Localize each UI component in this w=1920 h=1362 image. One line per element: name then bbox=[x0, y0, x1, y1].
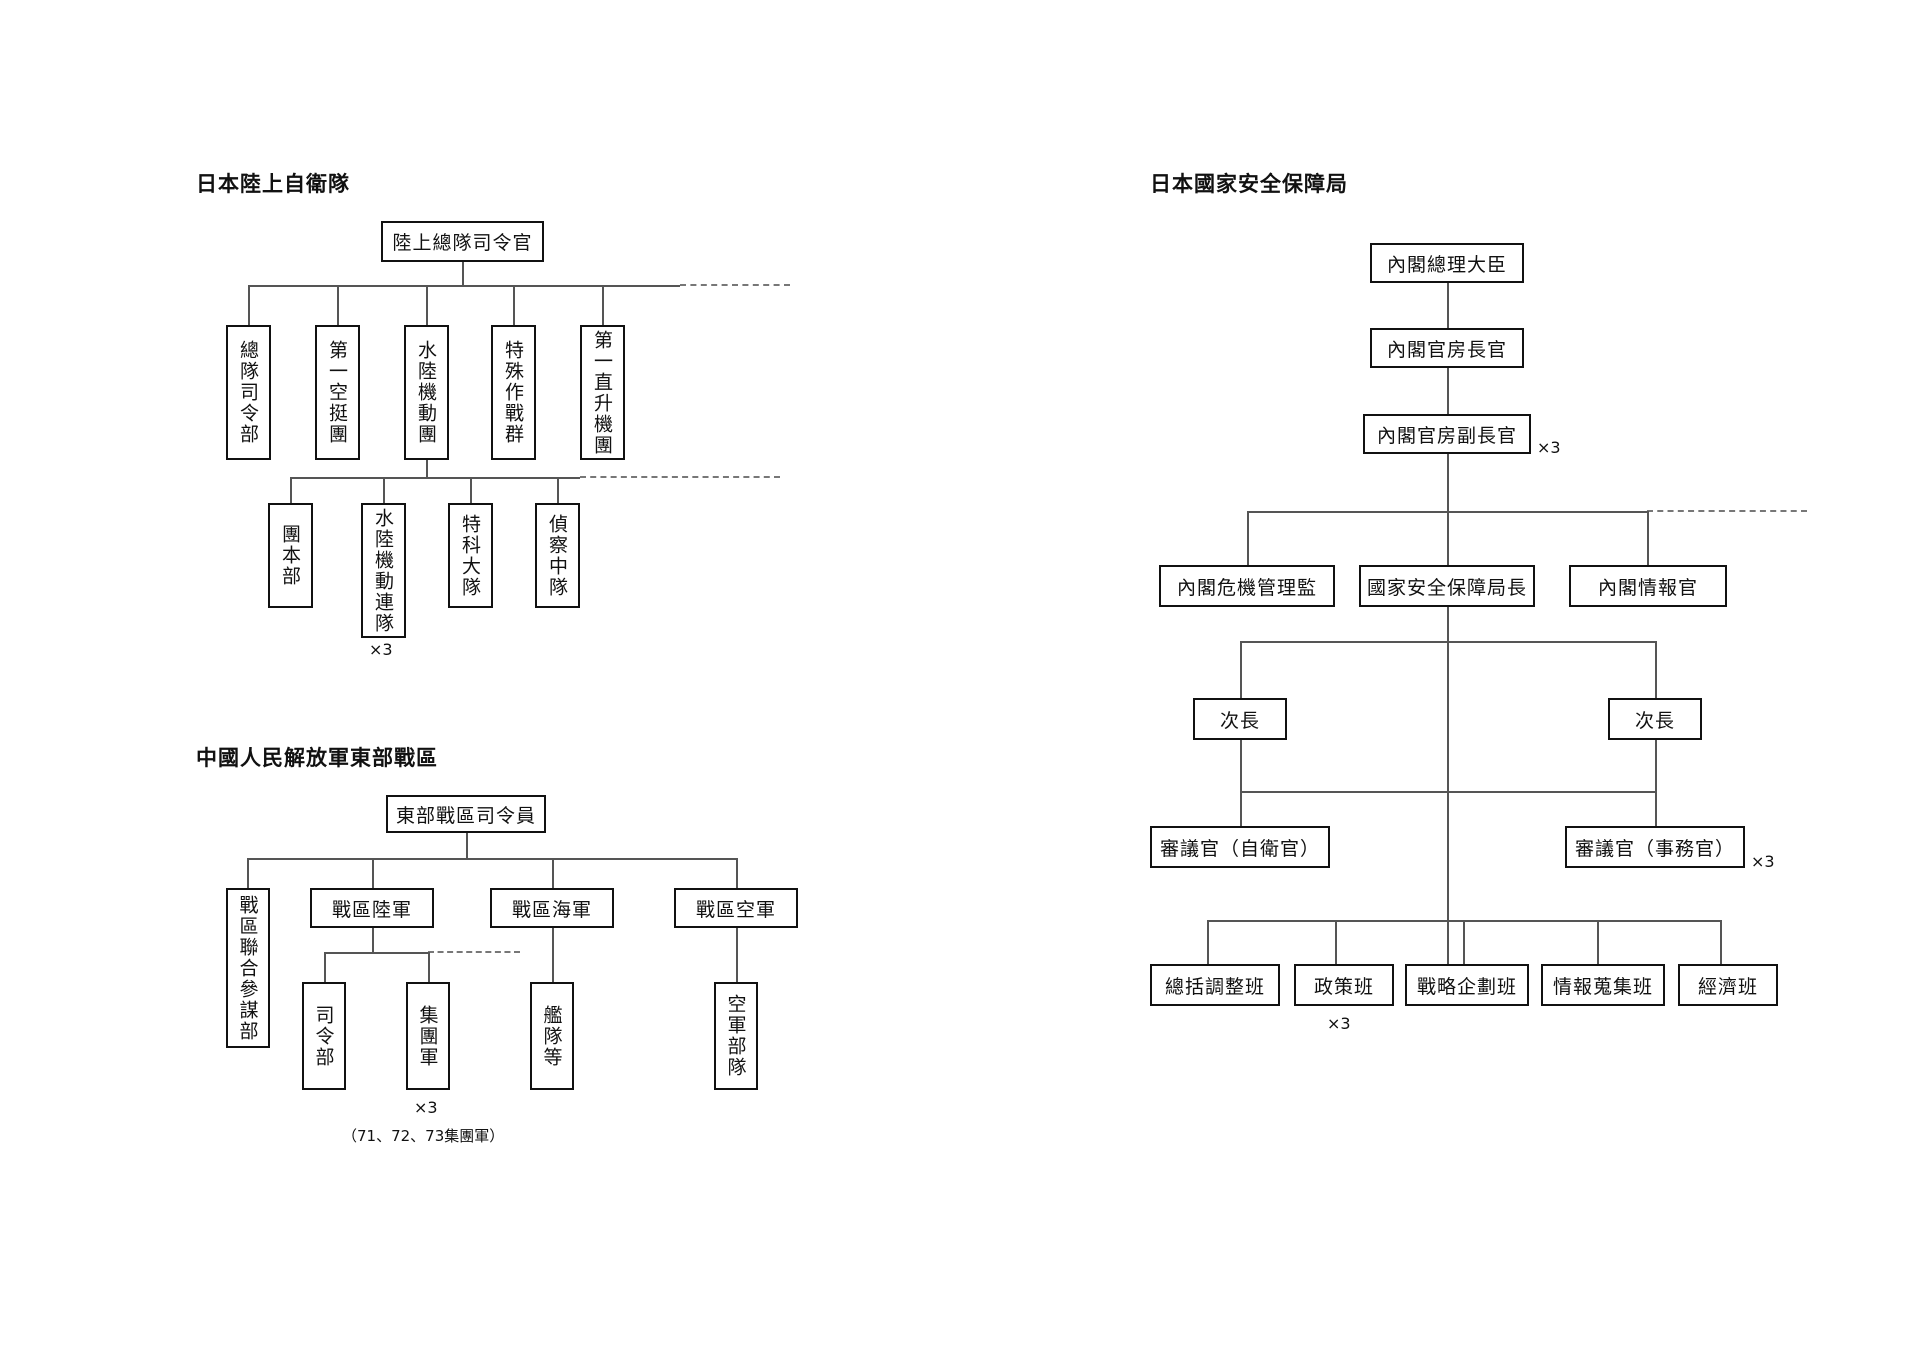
connector-nss-team-drop-1 bbox=[1207, 920, 1209, 964]
node-nss-counsellor-uniformed[interactable]: 審議官（自衛官） bbox=[1150, 826, 1330, 868]
chart-title-pla: 中國人民解放軍東部戰區 bbox=[196, 746, 438, 770]
node-pla-l2-4[interactable]: 戰區空軍 bbox=[674, 888, 798, 928]
node-jgsdf-l3-2[interactable]: 水陸機動連隊 bbox=[361, 503, 406, 638]
connector-pla-bus bbox=[247, 858, 736, 860]
connector-bus-level2 bbox=[248, 285, 680, 287]
connector-nss-chain-2 bbox=[1447, 368, 1449, 414]
connector-drop-5 bbox=[602, 285, 604, 325]
connector-dashed-level3 bbox=[580, 476, 780, 478]
connector-nss-dir-drop-3 bbox=[1647, 511, 1649, 565]
connector-bus-level3 bbox=[290, 477, 580, 479]
connector-drop-3 bbox=[426, 285, 428, 325]
connector-nss-coun-bus bbox=[1240, 791, 1655, 793]
connector-nss-coun-stem-1 bbox=[1240, 740, 1242, 791]
connector-drop-4 bbox=[513, 285, 515, 325]
node-jgsdf-l2-2[interactable]: 第一空挺團 bbox=[315, 325, 360, 460]
connector-drop-2 bbox=[337, 285, 339, 325]
node-nss-team-policy[interactable]: 政策班 bbox=[1294, 964, 1394, 1006]
connector-nss-chain-1 bbox=[1447, 283, 1449, 328]
node-nss-intel-director[interactable]: 內閣情報官 bbox=[1569, 565, 1727, 607]
connector-l2-3-stem bbox=[426, 460, 428, 477]
node-jgsdf-l3-4[interactable]: 偵察中隊 bbox=[535, 503, 580, 608]
connector-nss-dir-drop-1 bbox=[1247, 511, 1249, 565]
node-jgsdf-l3-3[interactable]: 特科大隊 bbox=[448, 503, 493, 608]
connector-pla-af-stem bbox=[736, 928, 738, 982]
connector-nss-dir-dashed bbox=[1647, 510, 1807, 512]
node-pla-l2-2[interactable]: 戰區陸軍 bbox=[310, 888, 434, 928]
connector-nss-coun-stem-2 bbox=[1655, 740, 1657, 791]
multiplier-nss-deputy-secretary: ×3 bbox=[1537, 438, 1561, 457]
node-nss-team-intel[interactable]: 情報蒐集班 bbox=[1541, 964, 1665, 1006]
connector-pla-root-stem bbox=[466, 833, 468, 858]
connector-nss-team-drop-3 bbox=[1463, 920, 1465, 964]
connector-root-stem bbox=[462, 262, 464, 285]
multiplier-nss-team-policy: ×3 bbox=[1327, 1014, 1351, 1033]
connector-nss-chain-3 bbox=[1447, 454, 1449, 511]
node-nss-deputy-1[interactable]: 次長 bbox=[1193, 698, 1287, 740]
node-nss-counsellor-civilian[interactable]: 審議官（事務官） bbox=[1565, 826, 1745, 868]
connector-pla-army-bus bbox=[324, 952, 428, 954]
node-jgsdf-l2-4[interactable]: 特殊作戰群 bbox=[491, 325, 536, 460]
node-nss-deputy-secretary[interactable]: 內閣官房副長官 bbox=[1363, 414, 1531, 454]
node-jgsdf-l2-5[interactable]: 第一直升機團 bbox=[580, 325, 625, 460]
connector-nss-team-drop-5 bbox=[1720, 920, 1722, 964]
node-nss-pm[interactable]: 內閣總理大臣 bbox=[1370, 243, 1524, 283]
connector-pla-drop-1 bbox=[247, 858, 249, 888]
node-pla-l2-3[interactable]: 戰區海軍 bbox=[490, 888, 614, 928]
node-nss-cabinet-secretary[interactable]: 內閣官房長官 bbox=[1370, 328, 1524, 368]
connector-pla-drop-2 bbox=[372, 858, 374, 888]
connector-drop-l3-3 bbox=[470, 477, 472, 503]
connector-nss-deputy-drop-1 bbox=[1240, 641, 1242, 698]
connector-nss-chief-stem bbox=[1447, 607, 1449, 641]
multiplier-nss-counsellor-civilian: ×3 bbox=[1751, 852, 1775, 871]
connector-nss-deputy-drop-2 bbox=[1655, 641, 1657, 698]
node-nss-team-economy[interactable]: 經濟班 bbox=[1678, 964, 1778, 1006]
connector-pla-navy-stem bbox=[552, 928, 554, 982]
node-pla-l3-1[interactable]: 司令部 bbox=[302, 982, 346, 1090]
connector-pla-drop-3 bbox=[552, 858, 554, 888]
node-nss-team-coordination[interactable]: 總括調整班 bbox=[1150, 964, 1280, 1006]
node-jgsdf-l2-1[interactable]: 總隊司令部 bbox=[226, 325, 271, 460]
connector-dashed-level2 bbox=[680, 284, 790, 286]
node-pla-l3-4[interactable]: 空軍部隊 bbox=[714, 982, 758, 1090]
node-pla-l3-2[interactable]: 集團軍 bbox=[406, 982, 450, 1090]
multiplier-jgsdf-l3-2: ×3 bbox=[369, 640, 393, 659]
node-nss-deputy-2[interactable]: 次長 bbox=[1608, 698, 1702, 740]
connector-nss-coun-drop-2 bbox=[1655, 791, 1657, 826]
connector-drop-l3-2 bbox=[383, 477, 385, 503]
connector-drop-1 bbox=[248, 285, 250, 325]
connector-drop-l3-4 bbox=[557, 477, 559, 503]
node-pla-l2-1[interactable]: 戰區聯合參謀部 bbox=[226, 888, 270, 1048]
connector-nss-spine bbox=[1447, 641, 1449, 985]
node-pla-l3-3[interactable]: 艦隊等 bbox=[530, 982, 574, 1090]
connector-pla-army-dashed bbox=[428, 951, 520, 953]
node-pla-root[interactable]: 東部戰區司令員 bbox=[386, 795, 546, 833]
node-nss-security-chief[interactable]: 國家安全保障局長 bbox=[1359, 565, 1535, 607]
node-jgsdf-root[interactable]: 陸上總隊司令官 bbox=[381, 221, 544, 262]
connector-nss-team-drop-2 bbox=[1335, 920, 1337, 964]
node-jgsdf-l2-3[interactable]: 水陸機動團 bbox=[404, 325, 449, 460]
connector-nss-dir-drop-2 bbox=[1447, 511, 1449, 565]
node-jgsdf-l3-1[interactable]: 團本部 bbox=[268, 503, 313, 608]
connector-drop-l3-1 bbox=[290, 477, 292, 503]
connector-pla-drop-4 bbox=[736, 858, 738, 888]
node-nss-team-strategy[interactable]: 戰略企劃班 bbox=[1405, 964, 1529, 1006]
connector-nss-team-drop-4 bbox=[1597, 920, 1599, 964]
node-nss-crisis-manager[interactable]: 內閣危機管理監 bbox=[1159, 565, 1335, 607]
connector-pla-army-drop-2 bbox=[428, 952, 430, 982]
chart-title-jgsdf: 日本陸上自衛隊 bbox=[196, 172, 350, 196]
connector-pla-army-drop-1 bbox=[324, 952, 326, 982]
connector-nss-coun-drop-1 bbox=[1240, 791, 1242, 826]
connector-pla-army-stem bbox=[372, 928, 374, 952]
multiplier-pla-l3-2: ×3 bbox=[414, 1098, 438, 1117]
note-pla-group-armies: （71、72、73集團軍） bbox=[342, 1127, 505, 1145]
chart-title-nss: 日本國家安全保障局 bbox=[1150, 172, 1348, 196]
